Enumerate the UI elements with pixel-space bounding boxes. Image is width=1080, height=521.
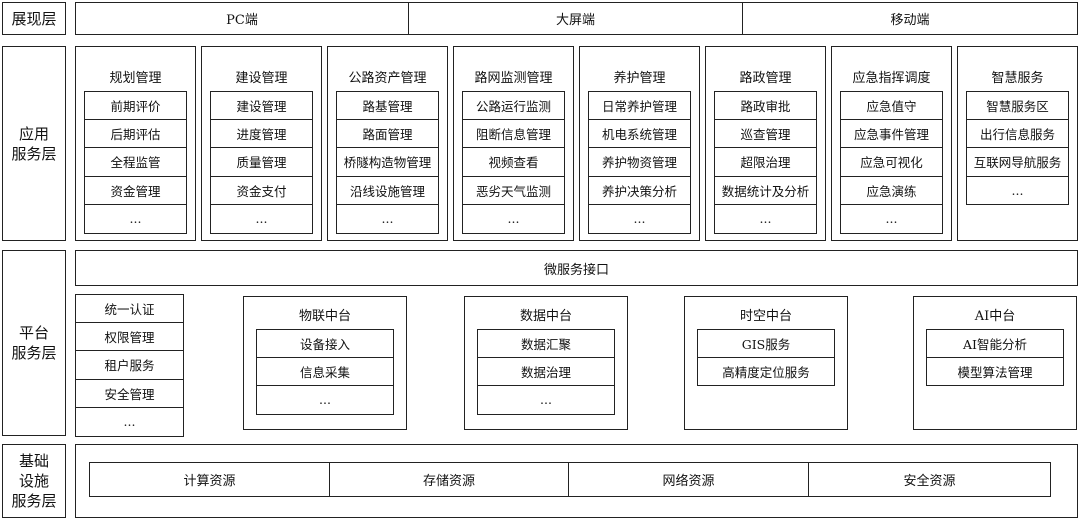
app-module-item: 视频查看 xyxy=(462,148,565,177)
app-module-title: 应急指挥调度 xyxy=(852,71,931,86)
app-module-item: 互联网导航服务 xyxy=(966,148,1069,177)
app-module-item: 恶劣天气监测 xyxy=(462,176,565,205)
presentation-row: PC端 大屏端 移动端 xyxy=(75,2,1078,35)
middle-platform-title: 时空中台 xyxy=(739,309,792,324)
common-service-item: ... xyxy=(75,408,184,437)
middle-platform: AI中台 AI智能分析模型算法管理 xyxy=(913,296,1077,430)
layer-label-infrastructure: 基础 设施 服务层 xyxy=(2,444,66,518)
app-module-item: 全程监管 xyxy=(84,148,187,177)
presentation-pc: PC端 xyxy=(75,2,409,35)
app-module-item: 路面管理 xyxy=(336,119,439,148)
app-module-item: ... xyxy=(462,205,565,234)
app-module-item: 养护决策分析 xyxy=(588,176,691,205)
app-module-item: ... xyxy=(336,205,439,234)
infrastructure-row: 计算资源 存储资源 网络资源 安全资源 xyxy=(75,444,1078,518)
presentation-bigscreen: 大屏端 xyxy=(408,2,743,35)
layer-label-text: 基础 设施 服务层 xyxy=(11,452,57,510)
common-service-item: 租户服务 xyxy=(75,351,184,380)
middle-platform: 物联中台设备接入信息采集... xyxy=(243,296,407,430)
app-module: 智慧服务智慧服务区出行信息服务互联网导航服务... xyxy=(957,46,1078,241)
middle-platform: 时空中台 GIS服务高精度定位服务 xyxy=(684,296,848,430)
infra-compute: 计算资源 xyxy=(89,462,330,497)
middle-platform-item: 模型算法管理 xyxy=(926,357,1064,386)
app-module-item: 路政审批 xyxy=(714,91,817,120)
app-module: 路政管理路政审批巡查管理超限治理数据统计及分析... xyxy=(705,46,826,241)
middle-platform-item: AI智能分析 xyxy=(926,329,1064,358)
layer-label-text: 展现层 xyxy=(11,9,57,28)
app-module-item: 应急可视化 xyxy=(840,148,943,177)
common-service-item: 统一认证 xyxy=(75,294,184,323)
layer-label-text: 应用 服务层 xyxy=(11,124,57,163)
app-module-item: 进度管理 xyxy=(210,119,313,148)
app-module-item: 日常养护管理 xyxy=(588,91,691,120)
app-module-item: 应急事件管理 xyxy=(840,119,943,148)
middle-platform: 数据中台数据汇聚数据治理... xyxy=(464,296,628,430)
app-module: 应急指挥调度应急值守应急事件管理应急可视化应急演练... xyxy=(831,46,952,241)
middle-platform-item: ... xyxy=(256,386,394,415)
infra-storage: 存储资源 xyxy=(329,462,569,497)
app-module-title: 养护管理 xyxy=(613,71,666,86)
app-module-item: 应急值守 xyxy=(840,91,943,120)
app-module-item: 出行信息服务 xyxy=(966,119,1069,148)
app-module-item: ... xyxy=(84,205,187,234)
app-module-item: 资金支付 xyxy=(210,176,313,205)
layer-label-text: 平台 服务层 xyxy=(11,324,57,362)
app-module-item: 桥隧构造物管理 xyxy=(336,148,439,177)
app-module-item: 机电系统管理 xyxy=(588,119,691,148)
middle-platform-item: 信息采集 xyxy=(256,357,394,386)
app-module-item: 建设管理 xyxy=(210,91,313,120)
platform-common-services: 统一认证 权限管理 租户服务 安全管理 ... xyxy=(75,294,184,437)
app-module-item: 巡查管理 xyxy=(714,119,817,148)
app-module-item: 质量管理 xyxy=(210,148,313,177)
common-service-item: 权限管理 xyxy=(75,322,184,351)
microservice-label: 微服务接口 xyxy=(543,262,609,278)
app-module-item: 智慧服务区 xyxy=(966,91,1069,120)
middle-platform-item: 数据治理 xyxy=(477,357,615,386)
app-module-item: ... xyxy=(966,176,1069,205)
microservice-interface: 微服务接口 xyxy=(75,250,1078,286)
presentation-mobile: 移动端 xyxy=(742,2,1078,35)
common-service-item: 安全管理 xyxy=(75,379,184,408)
app-module-item: 阻断信息管理 xyxy=(462,119,565,148)
middle-platform-item: 高精度定位服务 xyxy=(697,357,835,386)
app-module-title: 智慧服务 xyxy=(991,71,1044,86)
layer-label-application: 应用 服务层 xyxy=(2,46,66,241)
middle-platform-item: 数据汇聚 xyxy=(477,329,615,358)
app-module-item: 后期评估 xyxy=(84,119,187,148)
app-module-title: 路政管理 xyxy=(739,71,792,86)
app-module-item: 资金管理 xyxy=(84,176,187,205)
app-module-title: 公路资产管理 xyxy=(348,71,427,86)
app-module-item: ... xyxy=(210,205,313,234)
infra-network: 网络资源 xyxy=(568,462,809,497)
app-module-item: ... xyxy=(588,205,691,234)
middle-platform-item: GIS服务 xyxy=(697,329,835,358)
app-module-title: 路网监测管理 xyxy=(474,71,553,86)
app-module-item: 前期评价 xyxy=(84,91,187,120)
layer-label-platform: 平台 服务层 xyxy=(2,250,66,436)
app-module: 建设管理建设管理进度管理质量管理资金支付... xyxy=(201,46,322,241)
infra-security: 安全资源 xyxy=(808,462,1051,497)
app-module: 路网监测管理公路运行监测阻断信息管理视频查看恶劣天气监测... xyxy=(453,46,574,241)
middle-platform-item: ... xyxy=(477,386,615,415)
layer-label-presentation: 展现层 xyxy=(2,2,66,35)
app-module-item: 路基管理 xyxy=(336,91,439,120)
middle-platform-title: AI中台 xyxy=(974,309,1016,324)
app-module-item: 公路运行监测 xyxy=(462,91,565,120)
app-module-item: 超限治理 xyxy=(714,148,817,177)
middle-platform-item: 设备接入 xyxy=(256,329,394,358)
app-module-title: 建设管理 xyxy=(235,71,288,86)
app-module-item: ... xyxy=(840,205,943,234)
middle-platform-title: 数据中台 xyxy=(519,309,572,324)
app-module-item: 数据统计及分析 xyxy=(714,176,817,205)
middle-platform-title: 物联中台 xyxy=(298,309,351,324)
app-module-item: 养护物资管理 xyxy=(588,148,691,177)
app-module-item: 沿线设施管理 xyxy=(336,176,439,205)
app-module-title: 规划管理 xyxy=(109,71,162,86)
app-module-item: 应急演练 xyxy=(840,176,943,205)
app-module: 养护管理日常养护管理机电系统管理养护物资管理养护决策分析... xyxy=(579,46,700,241)
app-module-item: ... xyxy=(714,205,817,234)
app-module: 公路资产管理路基管理路面管理桥隧构造物管理沿线设施管理... xyxy=(327,46,448,241)
app-module: 规划管理前期评价后期评估全程监管资金管理... xyxy=(75,46,196,241)
